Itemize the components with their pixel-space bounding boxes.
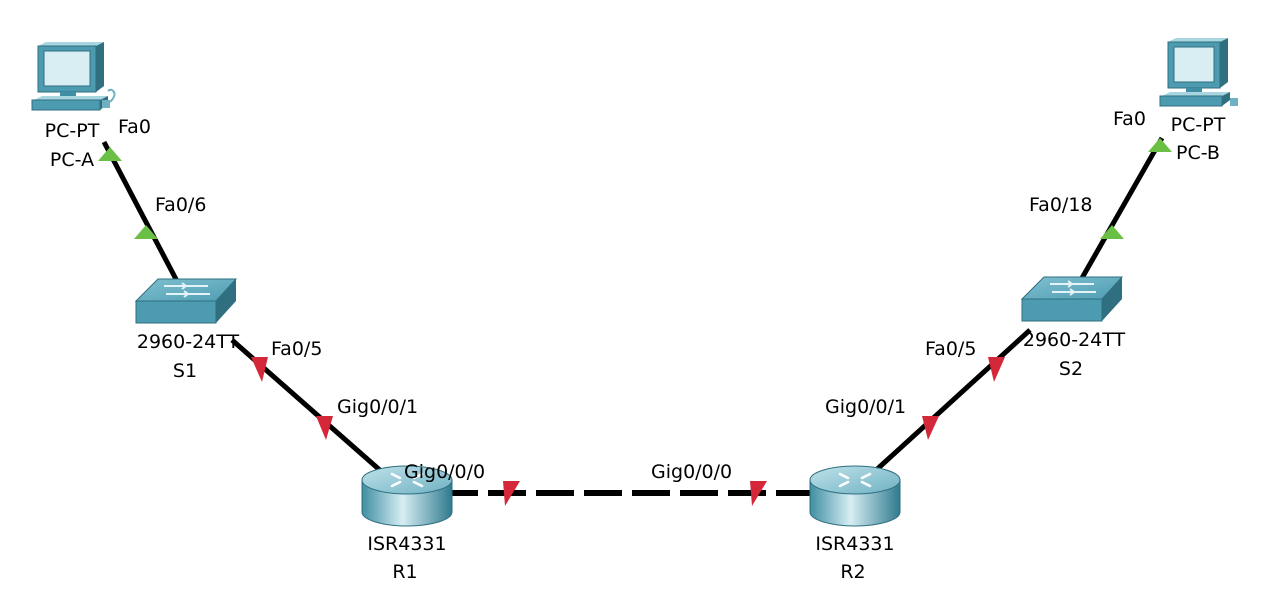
pc-icon — [1159, 38, 1238, 107]
port-label: Gig0/0/0 — [651, 461, 732, 483]
port-up-indicator — [98, 147, 122, 161]
port-label: Gig0/0/0 — [404, 461, 485, 483]
port-down-indicator — [988, 357, 1005, 382]
port-label: Fa0 — [118, 116, 151, 138]
device-name-label: S2 — [1059, 358, 1083, 380]
device-name-label: S1 — [173, 360, 197, 382]
device-model-label: PC-PT — [45, 120, 100, 142]
router-icon — [809, 465, 901, 527]
link-s2-pcb[interactable] — [1079, 136, 1165, 280]
switch-icon — [134, 278, 238, 324]
port-label: Fa0/18 — [1029, 194, 1093, 216]
device-model-label: 2960-24TT — [137, 331, 240, 353]
port-down-indicator — [251, 357, 268, 382]
port-down-indicator — [750, 481, 767, 506]
link-pca-s1[interactable] — [101, 140, 181, 285]
port-indicators — [98, 138, 1172, 506]
pc-icon — [31, 42, 116, 111]
router-r1[interactable] — [361, 465, 453, 527]
switch-s1[interactable] — [134, 278, 238, 324]
device-model-label: 2960-24TT — [1023, 329, 1126, 351]
link-r2-s2[interactable] — [872, 328, 1032, 474]
device-name-label: PC-A — [50, 149, 94, 171]
port-up-indicator — [1148, 138, 1172, 152]
device-model-label: ISR4331 — [367, 533, 446, 555]
router-icon — [361, 465, 453, 527]
device-model-label: PC-PT — [1171, 114, 1226, 136]
device-model-label: ISR4331 — [815, 533, 894, 555]
port-down-indicator — [316, 416, 333, 440]
port-up-indicator — [134, 225, 158, 239]
device-name-label: R1 — [392, 561, 417, 583]
port-label: Fa0 — [1113, 108, 1146, 130]
device-name-label: R2 — [840, 561, 865, 583]
switch-s2[interactable] — [1020, 276, 1124, 322]
switch-icon — [1020, 276, 1124, 322]
port-down-indicator — [922, 416, 939, 440]
port-label: Gig0/0/1 — [337, 396, 418, 418]
pc-a[interactable] — [31, 42, 116, 111]
port-up-indicator — [1100, 225, 1124, 239]
device-labels: PC-PT PC-A PC-PT PC-B 2960-24TT S1 2960-… — [45, 114, 1226, 583]
device-name-label: PC-B — [1176, 142, 1220, 164]
port-label: Gig0/0/1 — [825, 396, 906, 418]
port-label: Fa0/5 — [271, 338, 322, 360]
links-layer — [101, 136, 1165, 496]
port-label: Fa0/5 — [925, 338, 976, 360]
port-labels: Fa0 Fa0/6 Fa0/5 Gig0/0/1 Gig0/0/0 Gig0/0… — [118, 108, 1146, 483]
router-r2[interactable] — [809, 465, 901, 527]
pc-b[interactable] — [1159, 38, 1238, 107]
port-label: Fa0/6 — [155, 194, 206, 216]
port-down-indicator — [503, 481, 520, 506]
